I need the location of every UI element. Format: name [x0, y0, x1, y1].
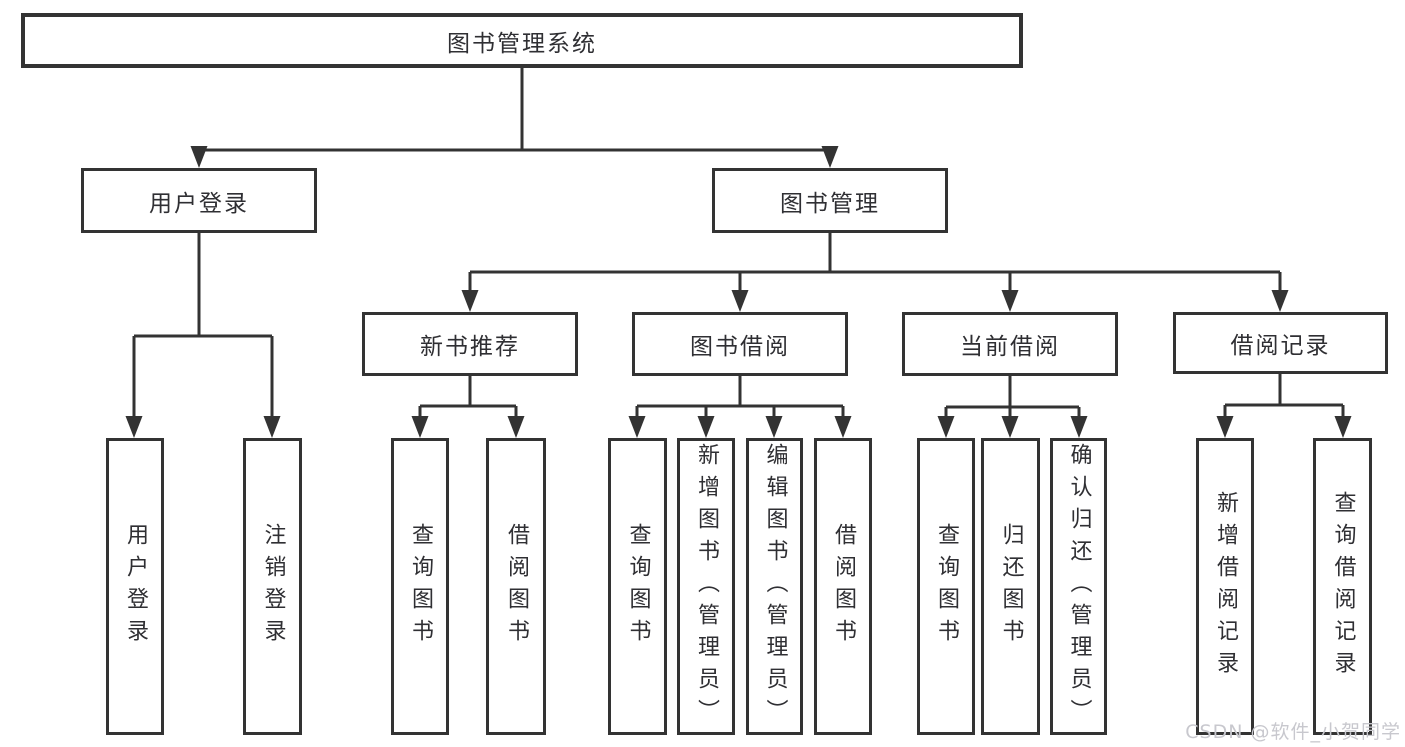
connector-book-management-to-level3 — [468, 233, 1282, 293]
arrowhead-icon — [1001, 290, 1019, 312]
leaf-confirm-return-admin: 确认归还（管理员） — [1050, 438, 1107, 735]
node-label: 归还图书 — [998, 522, 1024, 651]
node-label: 注销登录 — [260, 522, 286, 651]
connector-new-book-to-leaves — [418, 376, 518, 420]
node-book-borrowing: 图书借阅 — [632, 312, 848, 376]
leaf-borrow-books: 借阅图书 — [814, 438, 872, 735]
connector-current-borrow-to-leaves — [944, 376, 1081, 420]
arrowhead-icon — [125, 416, 143, 438]
arrowhead-icon — [190, 146, 208, 168]
leaf-query-books-borrow: 查询图书 — [608, 438, 667, 735]
leaf-add-book-admin: 新增图书（管理员） — [677, 438, 735, 735]
leaf-query-books-recommend: 查询图书 — [391, 438, 449, 735]
arrowhead-icon — [263, 416, 281, 438]
arrowhead-icon — [937, 416, 955, 438]
node-label: 图书管理 — [780, 190, 880, 217]
node-label: 当前借阅 — [960, 334, 1060, 360]
connector-root-to-level2 — [197, 68, 832, 153]
arrowhead-icon — [1334, 416, 1352, 438]
node-label: 查询图书 — [408, 522, 433, 651]
connector-book-borrow-to-leaves — [635, 376, 845, 420]
node-label: 确认归还（管理员） — [1066, 442, 1092, 731]
arrowhead-icon — [731, 290, 749, 312]
node-label: 查询图书 — [625, 522, 651, 651]
arrowhead-icon — [411, 416, 429, 438]
node-label: 图书管理系统 — [447, 30, 597, 57]
node-label: 查询借阅记录 — [1330, 490, 1356, 683]
arrowhead-icon — [821, 146, 839, 168]
node-label: 新增借阅记录 — [1213, 490, 1238, 683]
node-label: 用户登录 — [149, 190, 249, 217]
arrowhead-icon — [1070, 416, 1088, 438]
arrowhead-icon — [765, 416, 783, 438]
node-borrowing-records: 借阅记录 — [1173, 312, 1388, 374]
leaf-logout: 注销登录 — [243, 438, 302, 735]
arrowhead-icon — [1216, 416, 1234, 438]
arrowhead-icon — [507, 416, 525, 438]
node-user-login: 用户登录 — [81, 168, 317, 233]
arrowhead-icon — [834, 416, 852, 438]
leaf-user-login: 用户登录 — [106, 438, 164, 735]
leaf-add-borrow-record: 新增借阅记录 — [1196, 438, 1254, 735]
node-label: 用户登录 — [123, 522, 148, 651]
node-current-borrowing: 当前借阅 — [902, 312, 1118, 376]
leaf-query-borrow-record: 查询借阅记录 — [1313, 438, 1372, 735]
arrowhead-icon — [697, 416, 715, 438]
node-label: 借阅图书 — [831, 522, 856, 651]
connector-user-login-to-leaves — [132, 233, 274, 420]
arrowhead-icon — [628, 416, 646, 438]
leaf-return-books: 归还图书 — [981, 438, 1040, 735]
connector-borrow-record-to-leaves — [1223, 374, 1345, 420]
node-label: 查询图书 — [934, 522, 959, 651]
node-label: 编辑图书（管理员） — [762, 442, 788, 731]
node-label: 借阅记录 — [1230, 333, 1331, 359]
node-label: 新书推荐 — [420, 334, 520, 360]
node-label: 图书借阅 — [690, 334, 790, 360]
node-label: 借阅图书 — [504, 522, 529, 651]
leaf-borrow-books-recommend: 借阅图书 — [486, 438, 546, 735]
node-book-management: 图书管理 — [712, 168, 948, 233]
csdn-watermark: CSDN @软件_小贺同学 — [1185, 721, 1401, 743]
arrowhead-icon — [1271, 290, 1289, 312]
node-library-management-system: 图书管理系统 — [21, 13, 1023, 68]
leaf-query-books-current: 查询图书 — [917, 438, 975, 735]
node-new-book-recommendation: 新书推荐 — [362, 312, 578, 376]
arrowhead-icon — [1001, 416, 1019, 438]
leaf-edit-book-admin: 编辑图书（管理员） — [746, 438, 803, 735]
arrowhead-icon — [461, 290, 479, 312]
node-label: 新增图书（管理员） — [694, 442, 719, 731]
